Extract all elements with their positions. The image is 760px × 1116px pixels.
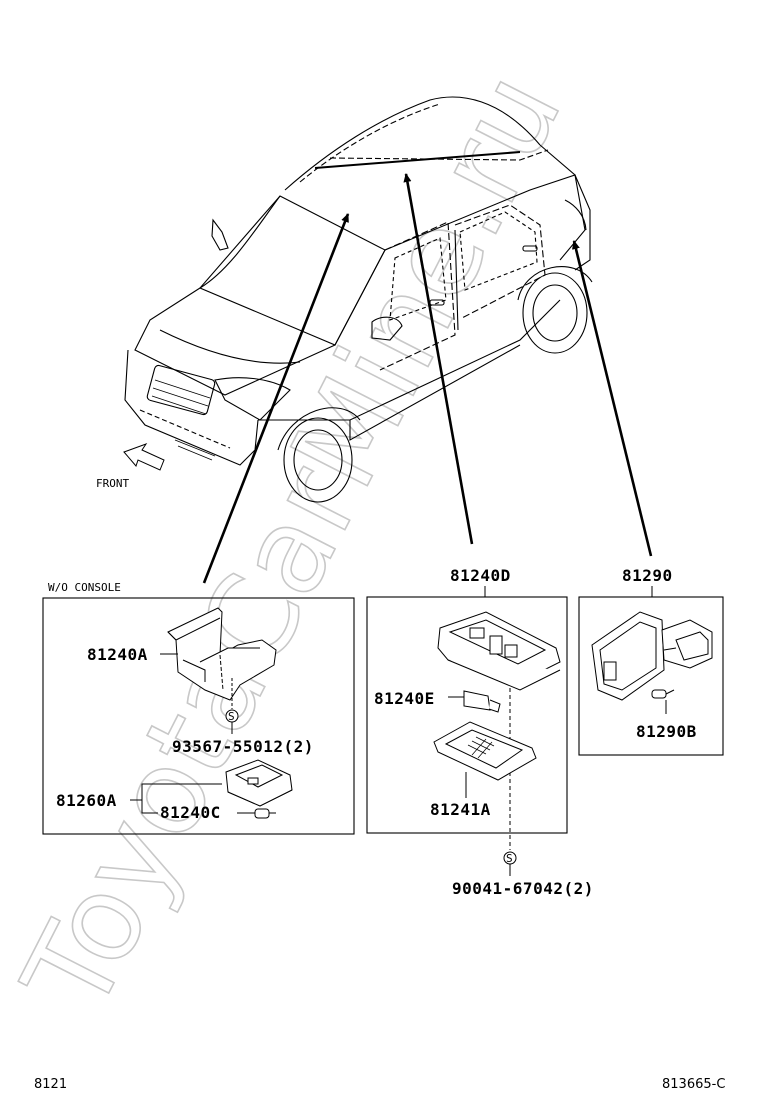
arrow-to-rear — [572, 240, 653, 557]
box-81240D: 81240D 81240E 81241A — [366, 566, 594, 898]
arrow-to-center-roof — [403, 173, 474, 545]
footer-page-code: 8121 — [34, 1077, 67, 1092]
label-90041-67042: 90041-67042(2) — [452, 879, 594, 898]
lamp-part-drawing — [225, 759, 293, 807]
label-81260A: 81260A — [56, 791, 117, 810]
label-93567-55012: 93567-55012(2) — [172, 737, 314, 756]
label-81290B: 81290B — [636, 722, 697, 741]
bulb-part-drawing-81240C — [254, 808, 276, 819]
front-label: FRONT — [96, 477, 129, 490]
label-81241A: 81241A — [430, 800, 491, 819]
box-header-81240D: 81240D — [450, 566, 511, 585]
box-without-console: W/O CONSOLE 81240A S 93567-55012(2) — [42, 581, 355, 835]
box-header-81290: 81290 — [622, 566, 673, 585]
screw-icon: S — [228, 710, 235, 723]
lamp-housing-drawing — [437, 611, 561, 691]
screw-symbol-left: S — [225, 709, 239, 723]
front-arrow-icon — [123, 443, 165, 471]
vehicle-illustration — [124, 96, 593, 503]
label-81240C: 81240C — [160, 803, 221, 822]
footer-drawing-code: 813665-C — [662, 1077, 725, 1092]
box-header-without-console: W/O CONSOLE — [48, 581, 121, 594]
label-81240E: 81240E — [374, 689, 435, 708]
front-direction-indicator: FRONT — [96, 443, 165, 490]
screw-icon: S — [506, 852, 513, 865]
screw-symbol-middle: S — [503, 851, 517, 865]
leader-arrows — [202, 173, 653, 584]
bulb-part-drawing-81290B — [651, 689, 675, 699]
rear-lamp-drawing — [591, 611, 713, 701]
arrow-to-front-roof — [202, 213, 350, 584]
lens-part-drawing — [433, 721, 537, 781]
box-81290: 81290 81290B — [578, 566, 724, 756]
bracket-part-drawing — [167, 607, 277, 701]
bulb-part-drawing-81240E — [463, 690, 501, 713]
label-81240A: 81240A — [87, 645, 148, 664]
